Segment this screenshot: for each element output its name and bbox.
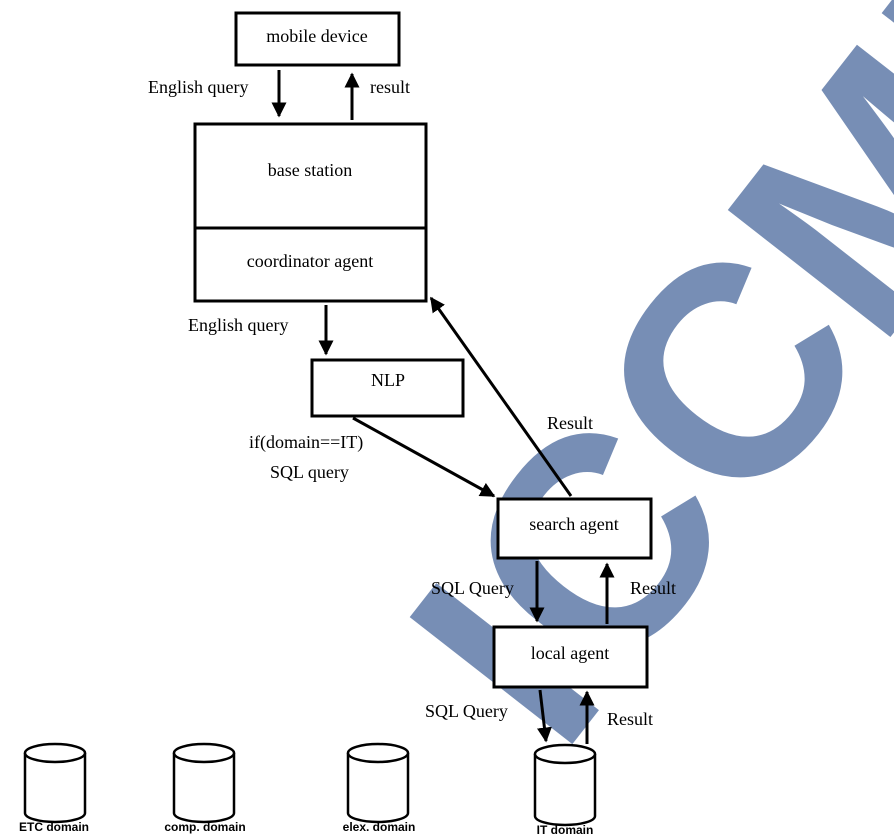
arrow-local-to-it [536, 689, 552, 743]
local-agent-box: local agent [492, 625, 649, 689]
database-etc-label: ETC domain [19, 820, 89, 834]
label-english-query-2: English query [188, 315, 289, 335]
label-english-query-1: English query [148, 77, 249, 97]
search-agent-label: search agent [529, 514, 618, 534]
label-if-domain: if(domain==IT) [249, 432, 363, 453]
base-station-label: base station [268, 160, 352, 180]
label-result-1: result [370, 77, 410, 97]
label-result-4: Result [607, 709, 653, 729]
database-elex-label: elex. domain [343, 820, 416, 834]
database-it: IT domain [533, 743, 597, 836]
label-result-3: Result [630, 578, 676, 598]
database-etc: ETC domain [19, 742, 89, 834]
search-agent-box: search agent [496, 497, 653, 560]
label-sql-query-3: SQL Query [425, 701, 508, 721]
database-comp: comp. domain [164, 742, 246, 834]
coordinator-agent-label: coordinator agent [247, 251, 373, 271]
label-result-2: Result [547, 413, 593, 433]
base-station-box: base station coordinator agent [193, 122, 428, 303]
arrow-search-to-coordinator [429, 296, 573, 497]
label-sql-query-2: SQL Query [431, 578, 514, 598]
mobile-device-box: mobile device [234, 11, 401, 67]
arrow-nlp-to-search [352, 416, 496, 498]
database-comp-label: comp. domain [164, 820, 245, 834]
local-agent-label: local agent [531, 643, 609, 663]
label-sql-query-1: SQL query [270, 462, 349, 482]
database-it-label: IT domain [537, 823, 594, 836]
nlp-box: NLP [310, 358, 465, 418]
mobile-device-label: mobile device [266, 26, 367, 46]
nlp-label: NLP [371, 370, 405, 390]
database-elex: elex. domain [343, 742, 416, 834]
